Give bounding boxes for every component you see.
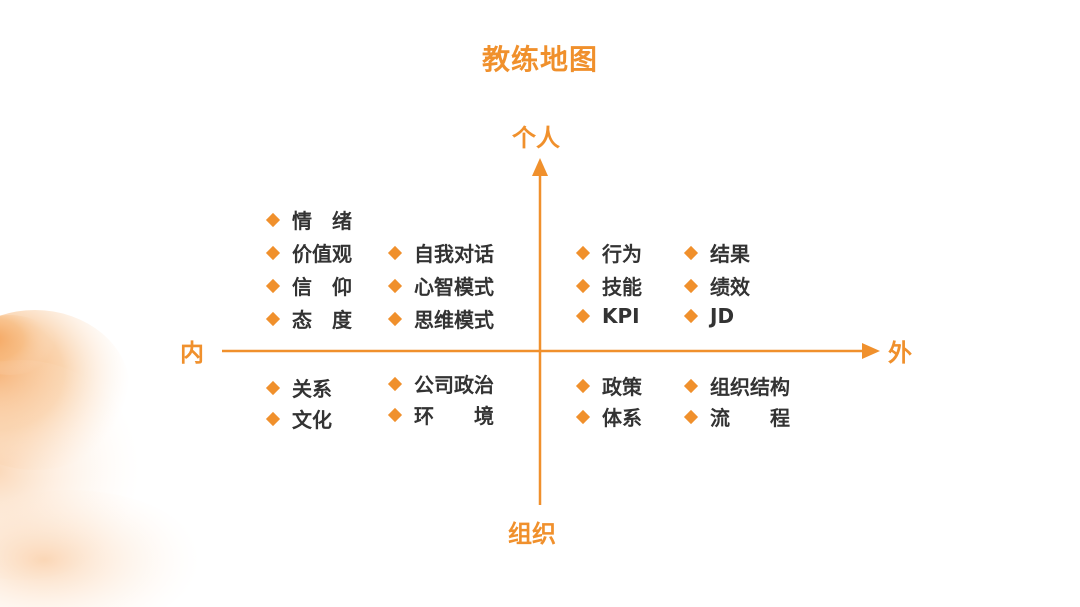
list-item: 流 程 — [683, 402, 790, 431]
list-item: 信 仰 — [265, 271, 352, 300]
list-item: 体系 — [575, 402, 642, 431]
list-item: 文化 — [265, 404, 332, 433]
diamond-bullet-icon — [575, 278, 591, 293]
diamond-bullet-icon — [575, 308, 591, 324]
right-arrow-icon — [862, 343, 880, 359]
up-arrow-icon — [532, 158, 548, 176]
list-item: 思维模式 — [387, 304, 494, 333]
list-item: JD — [683, 304, 734, 328]
diamond-bullet-icon — [265, 245, 281, 260]
list-item: 情 绪 — [265, 205, 352, 234]
axis-label-top: 个人 — [512, 124, 560, 152]
list-item: 组织结构 — [683, 371, 790, 400]
list-item: 心智模式 — [387, 271, 494, 300]
list-item: 关系 — [265, 373, 332, 402]
page-title: 教练地图 — [481, 43, 598, 76]
diamond-bullet-icon — [265, 311, 281, 326]
axis-label-right: 外 — [888, 339, 912, 367]
list-item: 自我对话 — [387, 238, 494, 267]
diamond-bullet-icon — [387, 245, 403, 260]
diamond-bullet-icon — [265, 380, 281, 395]
list-item: 结果 — [683, 238, 750, 267]
list-item: 绩效 — [683, 271, 750, 300]
diamond-bullet-icon — [575, 409, 591, 424]
diamond-bullet-icon — [683, 278, 699, 293]
diamond-bullet-icon — [387, 311, 403, 326]
diamond-bullet-icon — [387, 376, 403, 391]
list-item: 技能 — [575, 271, 642, 300]
axis-label-left: 内 — [180, 339, 204, 367]
list-item: 价值观 — [265, 238, 352, 267]
list-item: 行为 — [575, 238, 642, 267]
diamond-bullet-icon — [387, 278, 403, 293]
diamond-bullet-icon — [575, 245, 591, 260]
diamond-bullet-icon — [683, 245, 699, 260]
diamond-bullet-icon — [265, 212, 281, 227]
diamond-bullet-icon — [265, 278, 281, 293]
diamond-bullet-icon — [387, 407, 403, 422]
list-item: 公司政治 — [387, 369, 494, 398]
diamond-bullet-icon — [575, 378, 591, 393]
list-item: 政策 — [575, 371, 642, 400]
axis-label-bottom: 组织 — [508, 520, 556, 548]
list-item: 态 度 — [265, 304, 352, 333]
diamond-bullet-icon — [265, 411, 281, 426]
diamond-bullet-icon — [683, 378, 699, 393]
diamond-bullet-icon — [683, 409, 699, 424]
diamond-bullet-icon — [683, 308, 699, 324]
list-item: KPI — [575, 304, 640, 328]
list-item: 环 境 — [387, 400, 494, 429]
